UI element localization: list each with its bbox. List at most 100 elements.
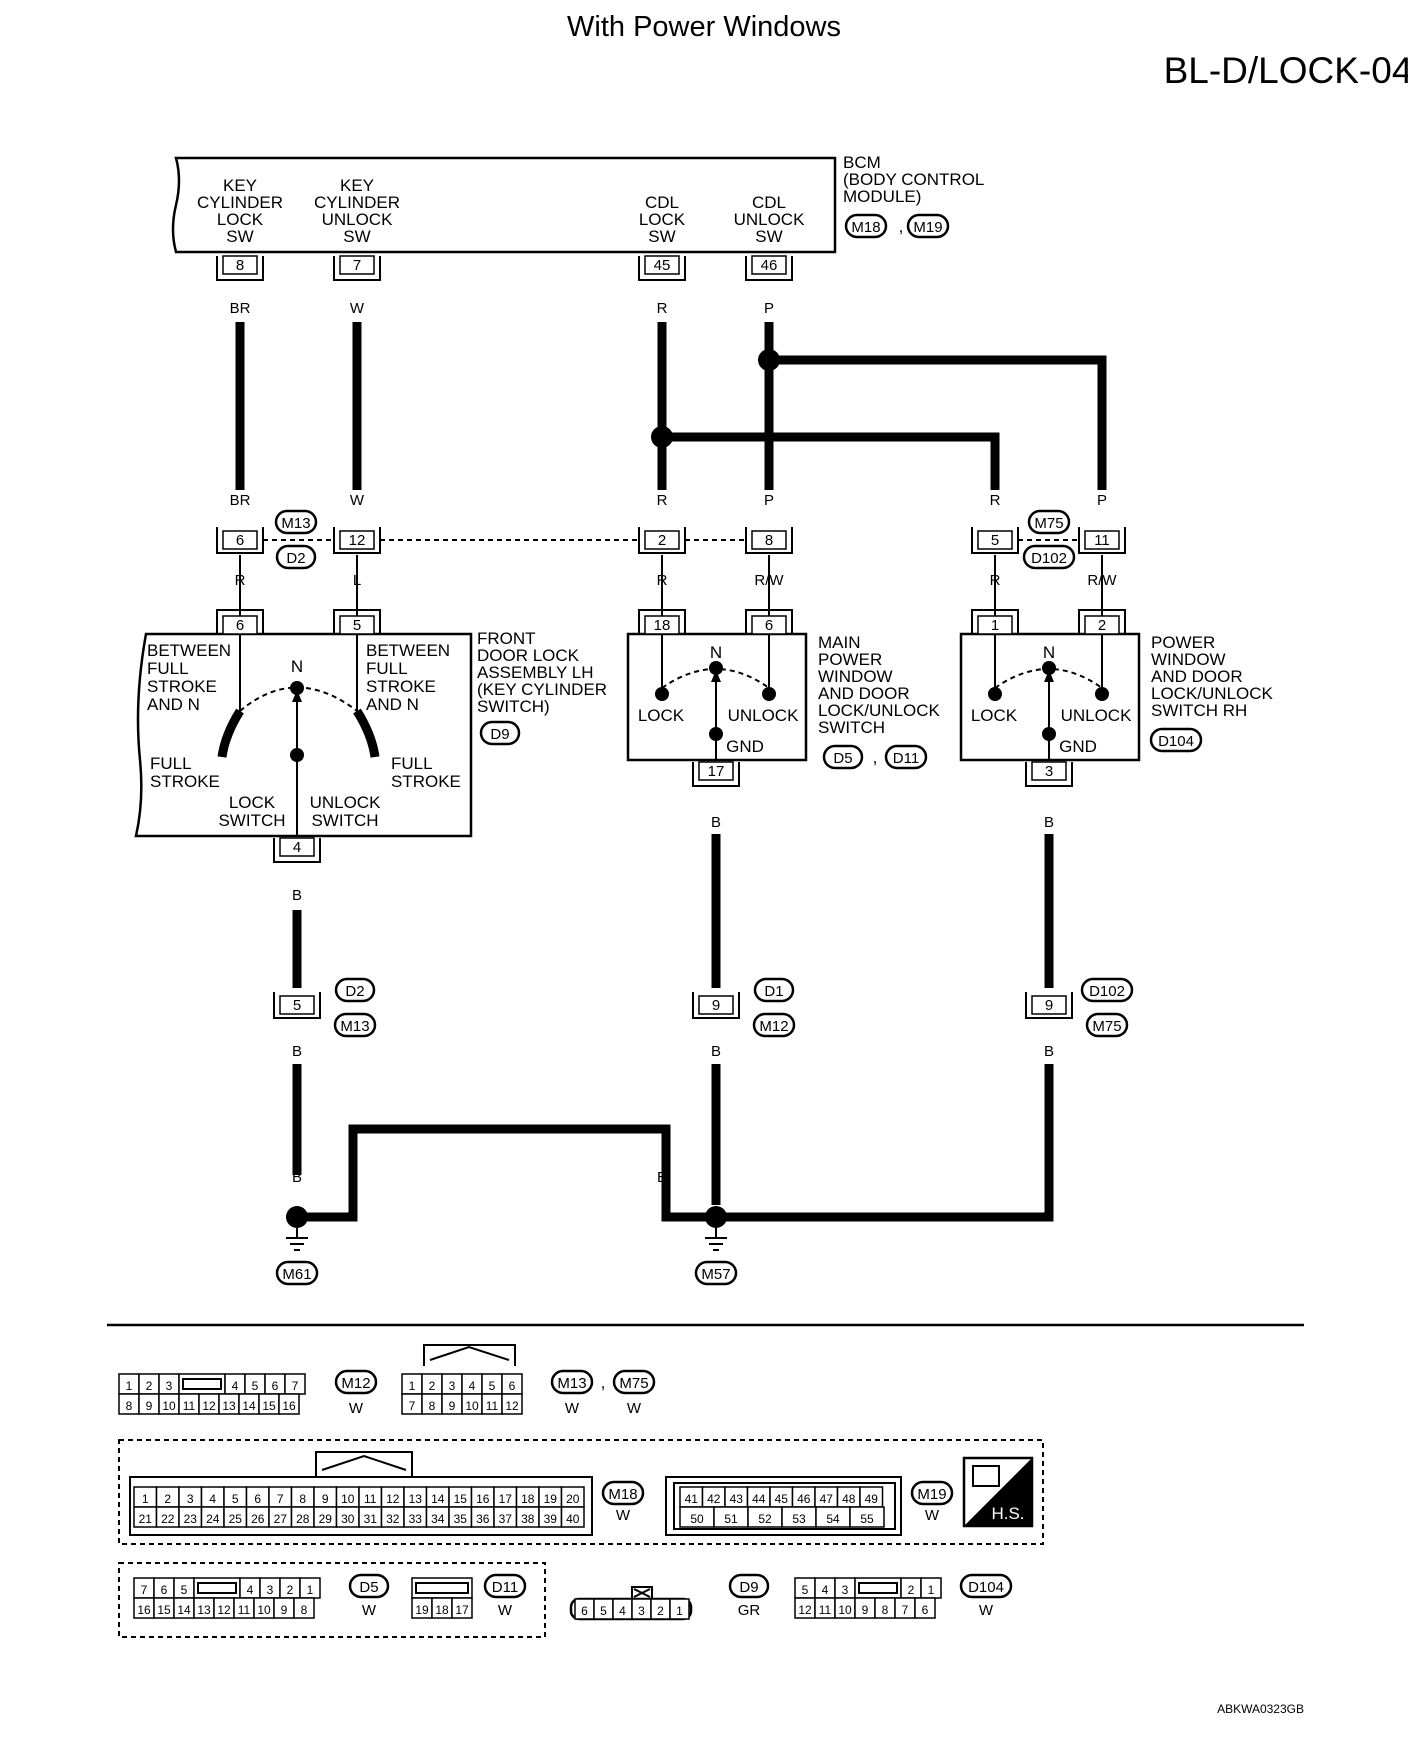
main-switch-name: AND DOOR (818, 684, 910, 703)
terminal-bracket (333, 256, 381, 281)
d9-pin: 1 (676, 1604, 683, 1618)
m13-pin: 10 (465, 1399, 479, 1413)
m13-pin: 11 (486, 1399, 499, 1413)
wire-color: R (657, 492, 668, 509)
wire-b (716, 1064, 1054, 1222)
m18-pin: 27 (274, 1512, 288, 1526)
d104-pin: 4 (822, 1583, 829, 1597)
d5-pin: 10 (257, 1603, 271, 1617)
m18-pin: 39 (544, 1512, 558, 1526)
m18-pin: 40 (566, 1512, 580, 1526)
m18-housing (315, 1451, 413, 1477)
terminal-box (644, 255, 680, 275)
d11-pin: 18 (435, 1603, 449, 1617)
wire-color: P (764, 300, 774, 317)
d104-pin: 8 (882, 1603, 889, 1617)
bcm-terminal-label: LOCK (217, 210, 264, 229)
bcm-terminal-label: KEY (223, 176, 257, 195)
reference-code: ABKWA0323GB (1217, 1702, 1304, 1716)
m19-outline (665, 1476, 902, 1536)
m18-tag (601, 1480, 645, 1506)
m12-pin: 3 (166, 1379, 173, 1393)
switch-n-label: N (710, 643, 722, 662)
terminal-number: 45 (654, 257, 671, 274)
m18-pin: 12 (386, 1492, 400, 1506)
wire-color: B (348, 1169, 358, 1186)
connector-pin-number: 9 (1045, 997, 1053, 1014)
ground-tag (275, 1260, 319, 1286)
wire-color: BR (230, 492, 251, 509)
switch-position-label: BETWEEN (147, 641, 231, 660)
terminal-bracket (971, 609, 1019, 634)
m18-pin: 16 (476, 1492, 490, 1506)
terminal-bracket (692, 762, 740, 787)
m12-pin: 14 (242, 1399, 256, 1413)
front-door-lock-name: (KEY CYLINDER (477, 680, 607, 699)
m12-pin: 11 (183, 1399, 196, 1413)
inline-connector-tag (1085, 1012, 1129, 1038)
connector-bracket (273, 992, 321, 1019)
m18-pin: 6 (254, 1492, 261, 1506)
m19-pin: 54 (826, 1512, 840, 1526)
door-connector-frame (118, 1562, 546, 1638)
terminal-number: 4 (293, 839, 301, 856)
wire-color: B (1044, 814, 1054, 831)
m12-pin: 10 (162, 1399, 176, 1413)
m12-pin: 12 (202, 1399, 216, 1413)
d104-key (858, 1582, 898, 1594)
connector-pin-number: 12 (349, 532, 366, 549)
m12-pin: 4 (232, 1379, 239, 1393)
switch-arrow (711, 670, 721, 682)
rh-switch-name: SWITCH RH (1151, 701, 1247, 720)
m13-pin: 5 (489, 1379, 496, 1393)
terminal-number: 17 (708, 763, 725, 780)
unlock-label: UNLOCK (1061, 706, 1133, 725)
m12-pin: 2 (146, 1379, 153, 1393)
d5-pin: 8 (301, 1603, 308, 1617)
joint-tag (1022, 544, 1076, 570)
m13-housing (423, 1344, 516, 1366)
bcm-terminal-label: SW (755, 227, 782, 246)
terminal-bracket (1078, 609, 1126, 634)
d104-pin: 2 (908, 1583, 915, 1597)
m19-pin: 48 (842, 1492, 856, 1506)
connector-tag-label: M61 (282, 1266, 311, 1283)
wire-color: B (1044, 960, 1054, 977)
wire-color: B (657, 1169, 667, 1186)
connector-box (339, 530, 375, 550)
connector-bracket (1078, 527, 1126, 554)
m12-pin: 8 (126, 1399, 133, 1413)
unlock-switch-label: SWITCH (311, 811, 378, 830)
m18-pin: 3 (187, 1492, 194, 1506)
connector-tag-label: D2 (345, 983, 364, 1000)
m13-tag (612, 1369, 656, 1395)
bcm-name: BCM (843, 153, 881, 172)
d5-pin: 5 (181, 1583, 188, 1597)
m18-pin: 24 (206, 1512, 220, 1526)
m18-pin: 8 (299, 1492, 306, 1506)
inline-connector-tag (1080, 977, 1134, 1003)
connector-tag-label: M12 (341, 1375, 370, 1392)
connector-tag-label: D1 (764, 983, 783, 1000)
m18-pin: 28 (296, 1512, 310, 1526)
joint-tag (1027, 509, 1071, 535)
connector-pin-number: 8 (765, 532, 773, 549)
m18-color: W (616, 1507, 631, 1524)
m19-pin: 45 (775, 1492, 789, 1506)
hs-badge-text: H.S. (991, 1504, 1024, 1523)
bcm-name: MODULE) (843, 187, 921, 206)
d104-color: W (979, 1602, 994, 1619)
terminal-box (222, 255, 258, 275)
terminal-number: 1 (991, 617, 999, 634)
front-door-lock-tag (479, 720, 521, 746)
bcm-terminal-label: UNLOCK (734, 210, 806, 229)
wire-p-branch (769, 355, 1107, 490)
terminal-box (751, 255, 787, 275)
switch-arrow (292, 690, 302, 702)
gnd-label: GND (726, 737, 764, 756)
m18-pin: 1 (142, 1492, 149, 1506)
d104-pin: 11 (819, 1603, 832, 1617)
m18-pin: 34 (431, 1512, 445, 1526)
d104-pin: 5 (802, 1583, 809, 1597)
